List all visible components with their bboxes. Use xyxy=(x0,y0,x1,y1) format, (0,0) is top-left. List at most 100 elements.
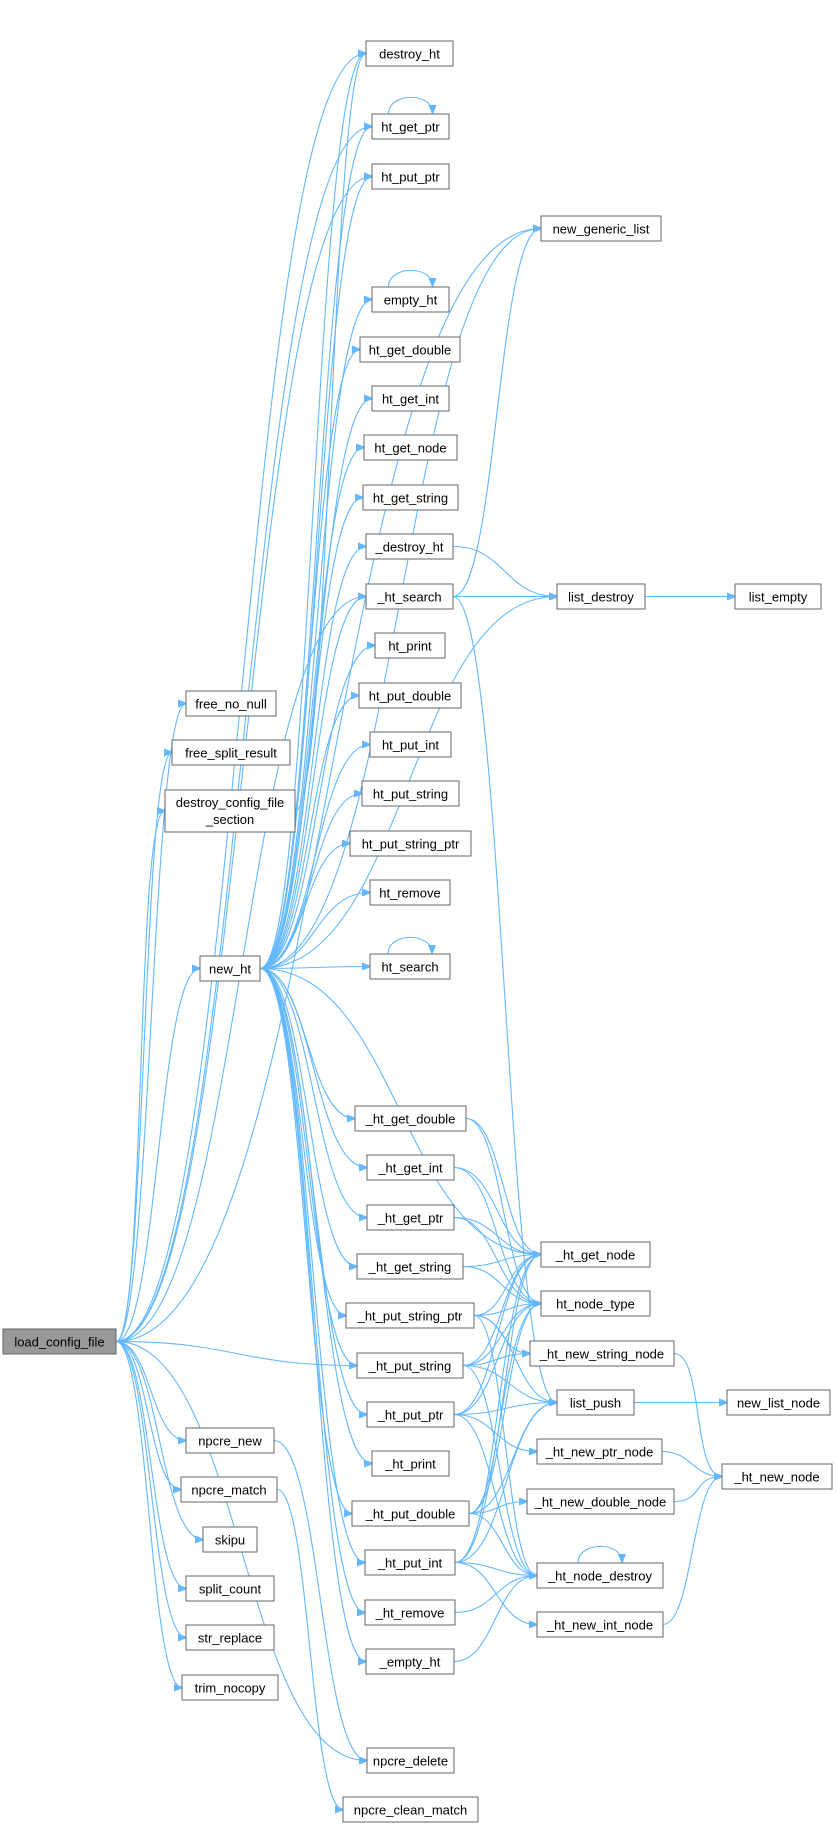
node-new-list-node[interactable]: new_list_node xyxy=(726,1389,831,1416)
edge-_ht_get_string-to-ht_node_type xyxy=(462,1265,541,1304)
node-ht-put-double[interactable]: _ht_put_double xyxy=(351,1500,470,1527)
node-label: ht_get_int xyxy=(382,392,439,407)
edge-new_ht-to-_ht_search xyxy=(259,597,366,970)
node-ht-new-node[interactable]: _ht_new_node xyxy=(721,1463,833,1490)
node-ht-node-destroy[interactable]: _ht_node_destroy xyxy=(536,1562,664,1589)
node-npcre-delete[interactable]: npcre_delete xyxy=(366,1747,455,1774)
node-ht-get-int[interactable]: _ht_get_int xyxy=(366,1154,455,1181)
node-box xyxy=(371,163,450,190)
node-ht-new-double-node[interactable]: _ht_new_double_node xyxy=(526,1488,675,1515)
node-box xyxy=(363,434,458,461)
node-ht-new-int-node[interactable]: _ht_new_int_node xyxy=(536,1611,664,1638)
node-ht-put-ptr[interactable]: ht_put_ptr xyxy=(371,163,450,190)
node-label: ht_search xyxy=(381,960,438,975)
node-new-ht[interactable]: new_ht xyxy=(199,955,261,982)
node-ht-print[interactable]: ht_print xyxy=(374,632,446,659)
node-ht-remove[interactable]: _ht_remove xyxy=(364,1599,456,1626)
node-label: new_list_node xyxy=(737,1396,820,1411)
node-ht-put-string-ptr[interactable]: ht_put_string_ptr xyxy=(349,830,472,857)
node-destroy-ht[interactable]: _destroy_ht xyxy=(365,533,454,560)
node-npcre-clean-match[interactable]: npcre_clean_match xyxy=(342,1796,479,1823)
node-label: ht_put_int xyxy=(382,738,439,753)
node-new-generic-list[interactable]: new_generic_list xyxy=(540,215,662,242)
node-label: _ht_get_node xyxy=(555,1248,636,1263)
node-str-replace[interactable]: str_replace xyxy=(185,1624,275,1651)
node-list-empty[interactable]: list_empty xyxy=(734,583,822,610)
node-destroy-ht[interactable]: destroy_ht xyxy=(365,40,454,67)
edge-_ht_put_int-to-_ht_node_destroy xyxy=(454,1561,537,1576)
node-trim-nocopy[interactable]: trim_nocopy xyxy=(181,1674,279,1701)
node-box xyxy=(361,780,460,807)
edge-load_config_file-to-trim_nocopy xyxy=(115,1340,182,1688)
edge-_ht_put_string_ptr-to-_ht_node_destroy xyxy=(473,1314,537,1576)
edge-npcre_match-to-npcre_clean_match xyxy=(276,1488,343,1810)
node-ht-put-int[interactable]: ht_put_int xyxy=(369,731,452,758)
node-ht-search[interactable]: _ht_search xyxy=(365,583,454,610)
node-label: split_count xyxy=(199,1582,262,1597)
node-label: destroy_config_file xyxy=(176,795,284,810)
node-list-push[interactable]: list_push xyxy=(556,1389,635,1416)
node-box xyxy=(371,1450,450,1477)
node-ht-get-node[interactable]: ht_get_node xyxy=(363,434,458,461)
node-split-count[interactable]: split_count xyxy=(185,1575,275,1602)
node-label: free_no_null xyxy=(195,697,267,712)
node-label: list_push xyxy=(570,1396,621,1411)
node-ht-get-node[interactable]: _ht_get_node xyxy=(540,1241,651,1268)
node-ht-new-string-node[interactable]: _ht_new_string_node xyxy=(529,1340,675,1367)
node-free-split-result[interactable]: free_split_result xyxy=(171,739,291,766)
node-npcre-new[interactable]: npcre_new xyxy=(185,1427,275,1454)
node-ht-get-int[interactable]: ht_get_int xyxy=(371,385,450,412)
node-ht-remove[interactable]: ht_remove xyxy=(369,879,451,906)
node-box xyxy=(366,1154,455,1181)
edge-load_config_file-to-destroy_config_file_section xyxy=(115,811,165,1343)
node-ht-put-string[interactable]: ht_put_string xyxy=(361,780,460,807)
edge-_ht_put_ptr-to-ht_node_type xyxy=(453,1304,541,1416)
nodes-layer: load_config_file free_no_null free_split_r… xyxy=(2,40,833,1823)
node-box xyxy=(726,1389,831,1416)
node-skipu[interactable]: skipu xyxy=(202,1526,258,1553)
edge-_ht_get_string-to-_ht_get_node xyxy=(462,1255,541,1268)
node-empty-ht[interactable]: _empty_ht xyxy=(365,1648,455,1675)
node-ht-put-string[interactable]: _ht_put_string xyxy=(356,1352,464,1379)
node-ht-get-double[interactable]: _ht_get_double xyxy=(354,1105,467,1132)
node-ht-get-ptr[interactable]: ht_get_ptr xyxy=(371,113,450,140)
edge-_ht_put_ptr-to-_ht_new_ptr_node xyxy=(453,1413,537,1452)
node-box xyxy=(366,1401,455,1428)
edge-new_ht-to-_empty_ht xyxy=(259,967,366,1662)
node-ht-get-string[interactable]: ht_get_string xyxy=(362,484,459,511)
node-list-destroy[interactable]: list_destroy xyxy=(556,583,646,610)
node-ht-get-ptr[interactable]: _ht_get_ptr xyxy=(366,1204,455,1231)
node-load-config-file[interactable]: load_config_file xyxy=(2,1328,117,1355)
node-box xyxy=(556,583,646,610)
node-destroy-config-file-section[interactable]: destroy_config_file_section xyxy=(164,789,296,833)
node-ht-put-int[interactable]: _ht_put_int xyxy=(364,1549,456,1576)
node-box xyxy=(369,879,451,906)
edge-new_ht-to-destroy_ht xyxy=(259,54,366,970)
node-ht-put-string-ptr[interactable]: _ht_put_string_ptr xyxy=(345,1302,475,1329)
node-empty-ht[interactable]: empty_ht xyxy=(371,286,450,313)
node-box xyxy=(556,1389,635,1416)
node-free-no-null[interactable]: free_no_null xyxy=(185,690,277,717)
node-label: new_generic_list xyxy=(553,222,650,237)
node-label: free_split_result xyxy=(185,746,277,761)
edge-new_ht-to-_ht_remove xyxy=(259,967,365,1613)
node-ht-search[interactable]: ht_search xyxy=(369,953,451,980)
node-ht-put-ptr[interactable]: _ht_put_ptr xyxy=(366,1401,455,1428)
edge-load_config_file-to-npcre_match xyxy=(115,1340,181,1490)
node-box xyxy=(365,1648,455,1675)
node-npcre-match[interactable]: npcre_match xyxy=(180,1476,278,1503)
node-ht-put-double[interactable]: ht_put_double xyxy=(358,682,462,709)
node-label: load_config_file xyxy=(14,1335,104,1350)
node-ht-get-double[interactable]: ht_get_double xyxy=(359,336,461,363)
edge-_ht_get_int-to-_ht_get_node xyxy=(453,1166,541,1255)
edge-load_config_file-to-new_ht xyxy=(115,969,200,1343)
node-label: _ht_put_int xyxy=(377,1556,443,1571)
node-box xyxy=(342,1796,479,1823)
node-ht-node-type[interactable]: ht_node_type xyxy=(540,1290,651,1317)
node-ht-new-ptr-node[interactable]: _ht_new_ptr_node xyxy=(536,1438,663,1465)
node-box xyxy=(180,1476,278,1503)
node-ht-get-string[interactable]: _ht_get_string xyxy=(356,1253,464,1280)
node-ht-print[interactable]: _ht_print xyxy=(371,1450,450,1477)
node-box xyxy=(351,1500,470,1527)
node-label: ht_get_double xyxy=(369,343,451,358)
